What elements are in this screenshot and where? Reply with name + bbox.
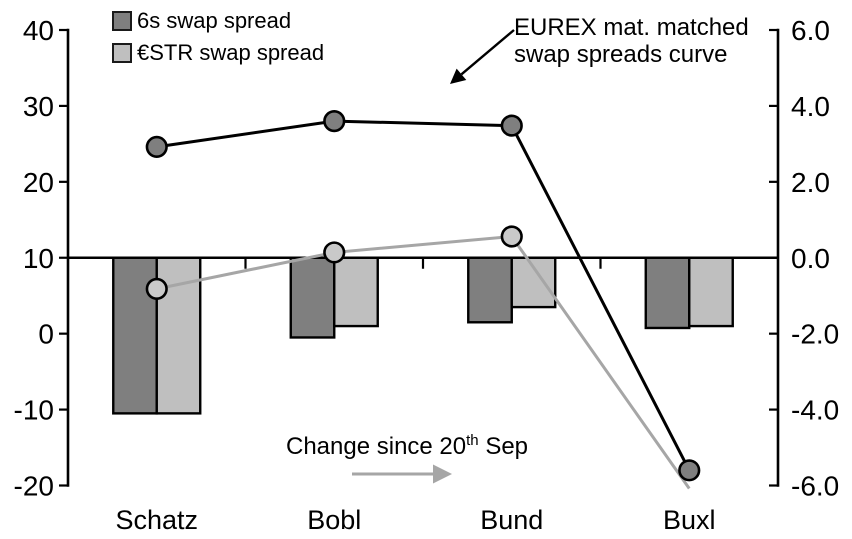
- bar-estr-bobl: [333, 256, 379, 328]
- left-axis-label: -20: [14, 471, 54, 502]
- category-label-bobl: Bobl: [307, 505, 361, 535]
- left-axis-label: 0: [38, 319, 54, 350]
- left-axis-label: -10: [14, 395, 54, 426]
- right-axis-label: 6.0: [791, 15, 830, 46]
- legend-item-estr: €STR swap spread: [112, 37, 324, 69]
- change-annotation-text: Change since 20: [286, 433, 467, 460]
- bar-6s-bobl: [289, 256, 336, 339]
- marker-6s-buxl: [678, 459, 701, 482]
- category-label-bund: Bund: [480, 505, 543, 535]
- right-axis-label: 2.0: [791, 167, 830, 198]
- category-label-buxl: Buxl: [663, 505, 716, 535]
- curve-annotation-arrow-icon-head-icon: [450, 68, 467, 84]
- line-6s-curve: [156, 119, 691, 472]
- left-axis-label: 20: [23, 167, 54, 198]
- right-axis-label: -2.0: [791, 319, 839, 350]
- legend-swatch-6s-icon: [112, 11, 132, 31]
- marker-6s-bund: [500, 114, 523, 137]
- curve-annotation-line1: EUREX mat. matched: [514, 14, 749, 41]
- bar-estr-buxl: [688, 256, 734, 328]
- legend: 6s swap spread €STR swap spread: [112, 5, 324, 69]
- change-annotation-sup: th: [466, 432, 479, 449]
- curve-annotation: EUREX mat. matched swap spreads curve: [514, 14, 749, 68]
- curve-annotation-line2: swap spreads curve: [514, 41, 728, 68]
- change-annotation: Change since 20th Sep: [286, 432, 528, 460]
- right-axis-label: -6.0: [791, 471, 839, 502]
- right-axis-label: -4.0: [791, 395, 839, 426]
- bar-6s-bund: [467, 256, 513, 324]
- legend-swatch-estr-icon: [112, 43, 132, 63]
- right-axis-label: 0.0: [791, 243, 830, 274]
- legend-item-6s: 6s swap spread: [112, 5, 324, 37]
- category-label-schatz: Schatz: [115, 505, 198, 535]
- marker-estr-bund: [500, 225, 523, 248]
- marker-estr-schatz: [145, 277, 168, 300]
- legend-label-6s: 6s swap spread: [137, 8, 292, 33]
- marker-estr-bobl: [323, 241, 346, 264]
- change-annotation-suffix: Sep: [478, 433, 529, 460]
- left-axis-label: 10: [23, 243, 54, 274]
- change-annotation-arrow-icon-head-icon: [433, 464, 452, 484]
- left-axis-label: 40: [23, 15, 54, 46]
- legend-label-estr: €STR swap spread: [137, 40, 325, 65]
- line-estr-curve: [156, 234, 691, 490]
- left-axis-label: 30: [23, 91, 54, 122]
- marker-6s-schatz: [145, 135, 168, 159]
- bar-6s-buxl: [644, 256, 691, 330]
- marker-6s-bobl: [323, 109, 346, 133]
- right-axis-label: 4.0: [791, 91, 830, 122]
- curve-annotation-arrow-icon: [460, 29, 515, 76]
